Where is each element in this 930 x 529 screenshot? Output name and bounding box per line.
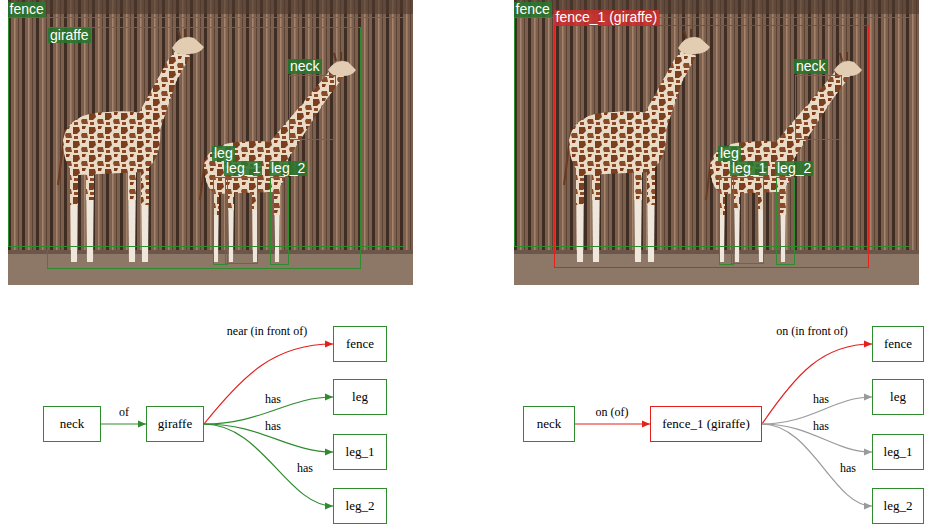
relation-edge <box>762 424 872 506</box>
bounding-box: leg_2 <box>270 177 289 265</box>
giraffe-photo <box>8 0 413 285</box>
box-label: neck <box>794 59 828 74</box>
bounding-box: leg_2 <box>776 177 795 265</box>
box-label: neck <box>288 59 322 74</box>
arrow-head <box>642 421 650 428</box>
graph-node: fence <box>872 326 924 362</box>
relation-label: has <box>811 419 831 433</box>
arrow-head <box>325 503 333 510</box>
relation-label: on (in front of) <box>774 324 850 338</box>
relation-edge <box>575 423 650 424</box>
graph-node: fence_1 (giraffe) <box>650 406 762 442</box>
bounding-box: fence <box>514 17 910 247</box>
box-label: leg <box>718 146 741 161</box>
bounding-box: neck <box>289 75 336 140</box>
arrow-head <box>325 394 333 401</box>
box-label: leg_2 <box>775 161 813 176</box>
box-label: fence <box>514 2 552 17</box>
graph-node: fence <box>333 326 387 362</box>
node-label: leg_2 <box>346 498 375 514</box>
node-label: leg <box>352 389 368 405</box>
node-label: leg <box>890 389 906 405</box>
arrow-head <box>325 341 333 348</box>
graph-node: neck <box>523 406 575 442</box>
arrow-head <box>325 449 333 456</box>
arrow-head <box>138 421 146 428</box>
relation-label: has <box>295 461 315 475</box>
relation-label: has <box>838 461 858 475</box>
graph-node: leg <box>872 379 924 415</box>
node-label: leg_1 <box>346 444 375 460</box>
giraffe-photo <box>514 0 919 285</box>
node-label: neck <box>537 416 562 432</box>
node-label: leg_2 <box>884 498 913 514</box>
relation-edge <box>762 344 872 424</box>
relation-label: on (of) <box>594 405 631 419</box>
bounding-box: giraffenecklegleg_1leg_2 <box>47 27 361 269</box>
graph-node: leg_1 <box>872 434 924 470</box>
bounding-box: neck <box>795 75 842 140</box>
box-label: leg_1 <box>730 161 768 176</box>
relation-label: has <box>263 419 283 433</box>
bounding-box: fence_1 (giraffe)necklegleg_1leg_2 <box>554 25 869 268</box>
arrow-head <box>864 503 872 510</box>
graph-node: leg_2 <box>333 488 387 524</box>
graph-node: leg_2 <box>872 488 924 524</box>
box-label: fence_1 (giraffe) <box>554 10 660 25</box>
bounding-box: leg_1 <box>225 177 258 264</box>
relation-label: has <box>263 392 283 406</box>
relation-label: has <box>811 392 831 406</box>
bounding-box: leg_1 <box>731 177 764 264</box>
node-label: neck <box>60 416 85 432</box>
node-label: fence_1 (giraffe) <box>662 416 749 432</box>
box-label: fence <box>8 2 46 17</box>
arrow-head <box>864 341 872 348</box>
box-label: leg <box>212 146 235 161</box>
relation-label: near (in front of) <box>225 324 309 338</box>
node-label: fence <box>346 336 374 352</box>
graph-node: neck <box>43 406 101 442</box>
graph-node: leg_1 <box>333 434 387 470</box>
arrow-head <box>864 449 872 456</box>
box-label: giraffe <box>48 28 91 43</box>
bounding-box: fence <box>8 17 404 247</box>
node-label: giraffe <box>158 416 192 432</box>
box-label: leg_2 <box>269 161 307 176</box>
relation-label: of <box>117 405 131 419</box>
node-label: leg_1 <box>884 444 913 460</box>
node-label: fence <box>884 336 912 352</box>
arrow-head <box>864 394 872 401</box>
relation-edge <box>204 344 333 424</box>
relation-edge <box>204 424 333 506</box>
graph-node: giraffe <box>146 406 204 442</box>
graph-node: leg <box>333 379 387 415</box>
box-label: leg_1 <box>224 161 262 176</box>
